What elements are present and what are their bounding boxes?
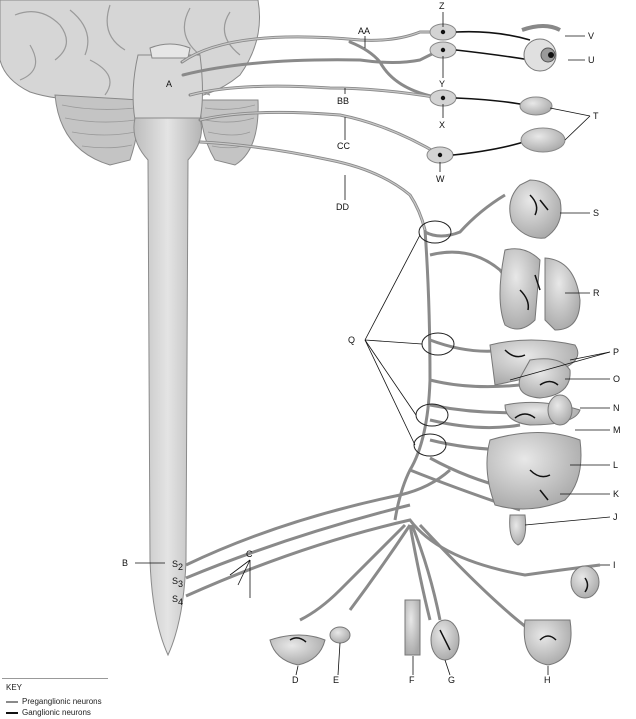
bladder bbox=[523, 619, 572, 666]
label-G: G bbox=[448, 675, 455, 685]
uterus bbox=[269, 634, 326, 666]
label-CC: CC bbox=[337, 141, 350, 151]
label-W: W bbox=[436, 174, 445, 184]
label-L: L bbox=[613, 460, 618, 470]
label-leaders bbox=[135, 12, 611, 676]
label-J: J bbox=[613, 512, 618, 522]
intestines bbox=[486, 432, 582, 510]
ganglion-cell-bodies bbox=[437, 29, 446, 158]
label-N: N bbox=[613, 403, 620, 413]
spinal-cord bbox=[133, 117, 202, 657]
label-F: F bbox=[409, 675, 415, 685]
label-D: D bbox=[292, 675, 299, 685]
label-P: P bbox=[613, 347, 619, 357]
label-Y: Y bbox=[439, 79, 445, 89]
label-E: E bbox=[333, 675, 339, 685]
label-S: S bbox=[593, 208, 599, 218]
preganglionic-swatch bbox=[6, 700, 18, 703]
label-AA: AA bbox=[358, 26, 370, 36]
legend: KEY Preganglionic neurons Ganglionic neu… bbox=[2, 678, 108, 719]
cranial-ganglia bbox=[426, 23, 457, 164]
label-A: A bbox=[166, 79, 172, 89]
label-BB: BB bbox=[337, 96, 349, 106]
sacral-preganglionic-fibers bbox=[185, 468, 601, 632]
cranial-postganglionic-fibers bbox=[452, 30, 531, 156]
label-R: R bbox=[593, 288, 600, 298]
ovary bbox=[329, 626, 351, 644]
label-s2: S2 bbox=[172, 559, 183, 572]
stomach bbox=[518, 358, 571, 399]
legend-title: KEY bbox=[6, 683, 23, 692]
label-U: U bbox=[588, 55, 595, 65]
heart bbox=[509, 179, 562, 239]
legend-ganglionic-label: Ganglionic neurons bbox=[22, 708, 91, 717]
diagram-labels: A B C D E F G H I J K L M N O P Q R S T … bbox=[122, 1, 621, 685]
label-B: B bbox=[122, 558, 128, 568]
label-Z: Z bbox=[439, 1, 445, 11]
label-I: I bbox=[613, 560, 616, 570]
label-C: C bbox=[246, 549, 253, 559]
label-X: X bbox=[439, 120, 445, 130]
label-O: O bbox=[613, 374, 620, 384]
label-M: M bbox=[613, 425, 621, 435]
label-K: K bbox=[613, 489, 619, 499]
label-H: H bbox=[544, 675, 551, 685]
label-T: T bbox=[593, 111, 599, 121]
ganglionic-swatch bbox=[6, 711, 18, 714]
legend-item-preganglionic: Preganglionic neurons bbox=[6, 697, 102, 706]
rectum bbox=[509, 514, 527, 546]
label-s4: S4 bbox=[172, 594, 183, 607]
label-Q: Q bbox=[348, 335, 355, 345]
legend-preganglionic-label: Preganglionic neurons bbox=[22, 697, 102, 706]
legend-item-ganglionic: Ganglionic neurons bbox=[6, 708, 91, 717]
kidney-adrenal bbox=[547, 394, 573, 426]
eye bbox=[521, 24, 561, 72]
penis bbox=[404, 599, 421, 656]
kidney bbox=[570, 565, 600, 599]
label-V: V bbox=[588, 31, 594, 41]
salivary-glands bbox=[519, 96, 566, 153]
brain bbox=[0, 0, 261, 166]
label-DD: DD bbox=[336, 202, 349, 212]
lungs bbox=[499, 248, 581, 331]
label-s3: S3 bbox=[172, 576, 183, 589]
organ-postganglionic-terminals bbox=[289, 194, 589, 651]
